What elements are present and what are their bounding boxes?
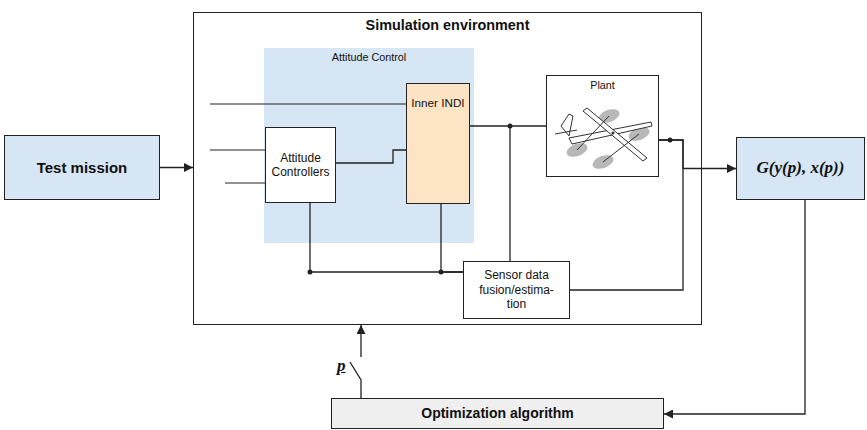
cost-function-box: G(y(p), x(p)) bbox=[736, 137, 865, 200]
connector bbox=[570, 140, 683, 290]
input-line bbox=[210, 150, 266, 151]
junction-dot bbox=[308, 270, 313, 275]
node-text: G(y(p), x(p)) bbox=[757, 158, 845, 178]
plant-box: Plant bbox=[546, 75, 659, 177]
connector bbox=[336, 150, 406, 163]
connector bbox=[310, 203, 463, 272]
connector bbox=[160, 167, 193, 168]
node-text: Simulation environment bbox=[194, 17, 701, 34]
connector bbox=[470, 125, 546, 126]
node-text: Sensor data fusion/estima- tion bbox=[474, 268, 560, 311]
input-line bbox=[210, 104, 407, 105]
connector bbox=[350, 325, 361, 398]
node-text: Attitude Control bbox=[264, 51, 474, 64]
node-text: Test mission bbox=[37, 159, 128, 177]
junction-dot bbox=[439, 270, 444, 275]
parameter-label: p bbox=[337, 356, 346, 376]
junction-dot bbox=[668, 138, 673, 143]
connector bbox=[509, 126, 510, 261]
controller-box: Attitude Controllers bbox=[265, 127, 336, 203]
estimation-box: Sensor data fusion/estima- tion bbox=[463, 261, 570, 319]
mission-box: Test mission bbox=[4, 135, 160, 200]
node-text: Optimization algorithm bbox=[421, 405, 573, 422]
connector bbox=[659, 140, 736, 169]
control-band: Attitude ControlAttitude Controllers Inne… bbox=[264, 48, 474, 243]
indi-box: Inner INDI bbox=[406, 83, 470, 204]
connector bbox=[441, 204, 463, 272]
environment-frame: Simulation environmentAttitude ControlAt… bbox=[193, 12, 702, 325]
input-line bbox=[225, 183, 266, 184]
node-text: Attitude Controllers bbox=[272, 151, 330, 180]
node-text: Inner INDI bbox=[407, 96, 469, 110]
optimizer-box: Optimization algorithm bbox=[331, 398, 664, 429]
node-text: Plant bbox=[547, 79, 658, 92]
connector bbox=[664, 200, 805, 414]
junction-dot bbox=[508, 124, 513, 129]
